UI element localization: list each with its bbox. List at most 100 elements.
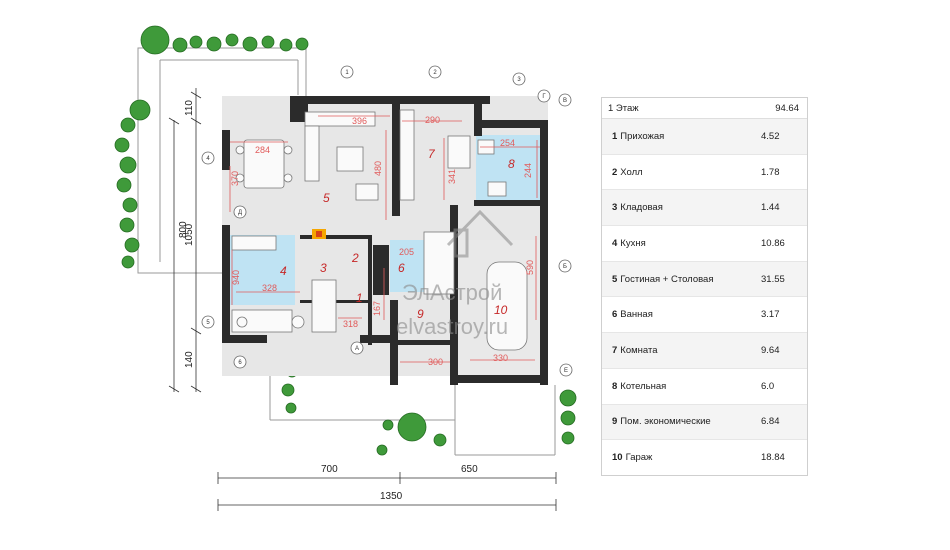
room-number: 6: [612, 309, 618, 321]
dim-940: 940: [231, 270, 241, 285]
dim-1350: 1350: [380, 491, 403, 502]
room-title: Холл: [620, 166, 643, 178]
plants: [114, 25, 577, 456]
room-area: 1.78: [761, 166, 780, 178]
room-title: Гостиная + Столовая: [620, 273, 714, 285]
watermark-url: elvastroy.ru: [396, 314, 508, 339]
axis-label-i: В: [563, 98, 567, 104]
room-number: 10: [612, 452, 623, 464]
dim-284: 284: [255, 145, 270, 155]
room-number: 5: [612, 273, 618, 285]
room-area: 31.55: [761, 273, 785, 285]
dim-800-label: 800: [178, 221, 189, 238]
furniture: [231, 109, 528, 351]
axis-markers: [201, 65, 573, 377]
dim-370: 370: [230, 171, 240, 186]
dim-341: 341: [447, 169, 457, 184]
axis-label-f: 6: [238, 360, 242, 366]
watermark-logo: [446, 209, 514, 258]
room-title: Комната: [620, 344, 658, 356]
room-number: 8: [612, 380, 618, 392]
axis-label-l: Е: [564, 368, 568, 374]
room-title: Котельная: [620, 380, 667, 392]
dim-396: 396: [352, 116, 367, 126]
room-number-9: 9: [417, 307, 424, 321]
room-area: 6.84: [761, 416, 780, 428]
exterior-dimensions: [168, 88, 557, 511]
axis-label-d: 4: [206, 156, 210, 162]
room-title: Пом. экономические: [620, 416, 711, 428]
dim-254: 254: [500, 138, 515, 148]
floor-label: 1 Этаж: [608, 102, 639, 114]
dim-110: 110: [184, 100, 195, 116]
axis-label-h: Б: [563, 264, 567, 270]
room-number: 4: [612, 237, 618, 249]
axis-label-e: 5: [206, 320, 210, 326]
room-number: 9: [612, 416, 618, 428]
dim-650: 650: [461, 464, 478, 475]
dim-290: 290: [425, 115, 440, 125]
room-area: 9.64: [761, 344, 780, 356]
axis-label-a: 1: [345, 70, 349, 76]
room-area: 18.84: [761, 452, 785, 464]
exterior-dimension-labels: 110 1050 800 800 140 700 650 1350: [178, 100, 478, 502]
dim-300: 300: [428, 357, 443, 367]
room-area: 10.86: [761, 237, 785, 249]
room-title: Прихожая: [620, 130, 665, 142]
walls: [222, 96, 548, 385]
dimension-lines: [229, 115, 540, 363]
room-area: 4.52: [761, 130, 780, 142]
room-number-10: 10: [494, 303, 508, 317]
dim-244: 244: [523, 163, 533, 178]
watermark-brand: ЭлАстрой: [402, 280, 502, 305]
dim-140: 140: [184, 351, 195, 368]
room-number: 2: [612, 166, 618, 178]
room-number: 1: [612, 130, 618, 142]
room-number-2: 2: [351, 251, 359, 265]
room-number-4: 4: [280, 264, 287, 278]
room-numbers: 1 2 3 4 5 6 7 8 9 10: [280, 147, 515, 321]
room-number-7: 7: [428, 147, 436, 161]
room-title: Гараж: [625, 452, 653, 464]
room-number-1: 1: [356, 291, 363, 305]
axis-label-g: А: [355, 346, 359, 352]
axis-label-j: Г: [542, 94, 546, 100]
dim-205: 205: [399, 247, 414, 257]
floor-plan: 284 370 396 480 290 341 254 244 940 328 …: [114, 25, 577, 511]
dim-328: 328: [262, 283, 277, 293]
room-area: 3.17: [761, 309, 780, 321]
dim-480: 480: [373, 161, 383, 176]
room-area: 6.0: [761, 380, 775, 392]
room-number-5: 5: [323, 191, 330, 205]
dimension-labels: 284 370 396 480 290 341 254 244 940 328 …: [230, 115, 535, 367]
watermark: ЭлАстрой elvastroy.ru: [396, 209, 514, 339]
dim-318: 318: [343, 319, 358, 329]
room-title: Кладовая: [620, 202, 663, 214]
area-table-header: 1 Этаж 94.64: [602, 98, 807, 119]
dim-1050: 1050: [184, 223, 195, 246]
dim-700: 700: [321, 464, 338, 475]
axis-label-b: 2: [433, 70, 437, 76]
dim-330: 330: [493, 353, 508, 363]
axis-marker-labels: 1 2 3 4 5 6 А Б В Г Д Е: [206, 70, 568, 374]
dim-167: 167: [372, 301, 382, 316]
room-title: Ванная: [620, 309, 653, 321]
dim-590: 590: [525, 260, 535, 275]
